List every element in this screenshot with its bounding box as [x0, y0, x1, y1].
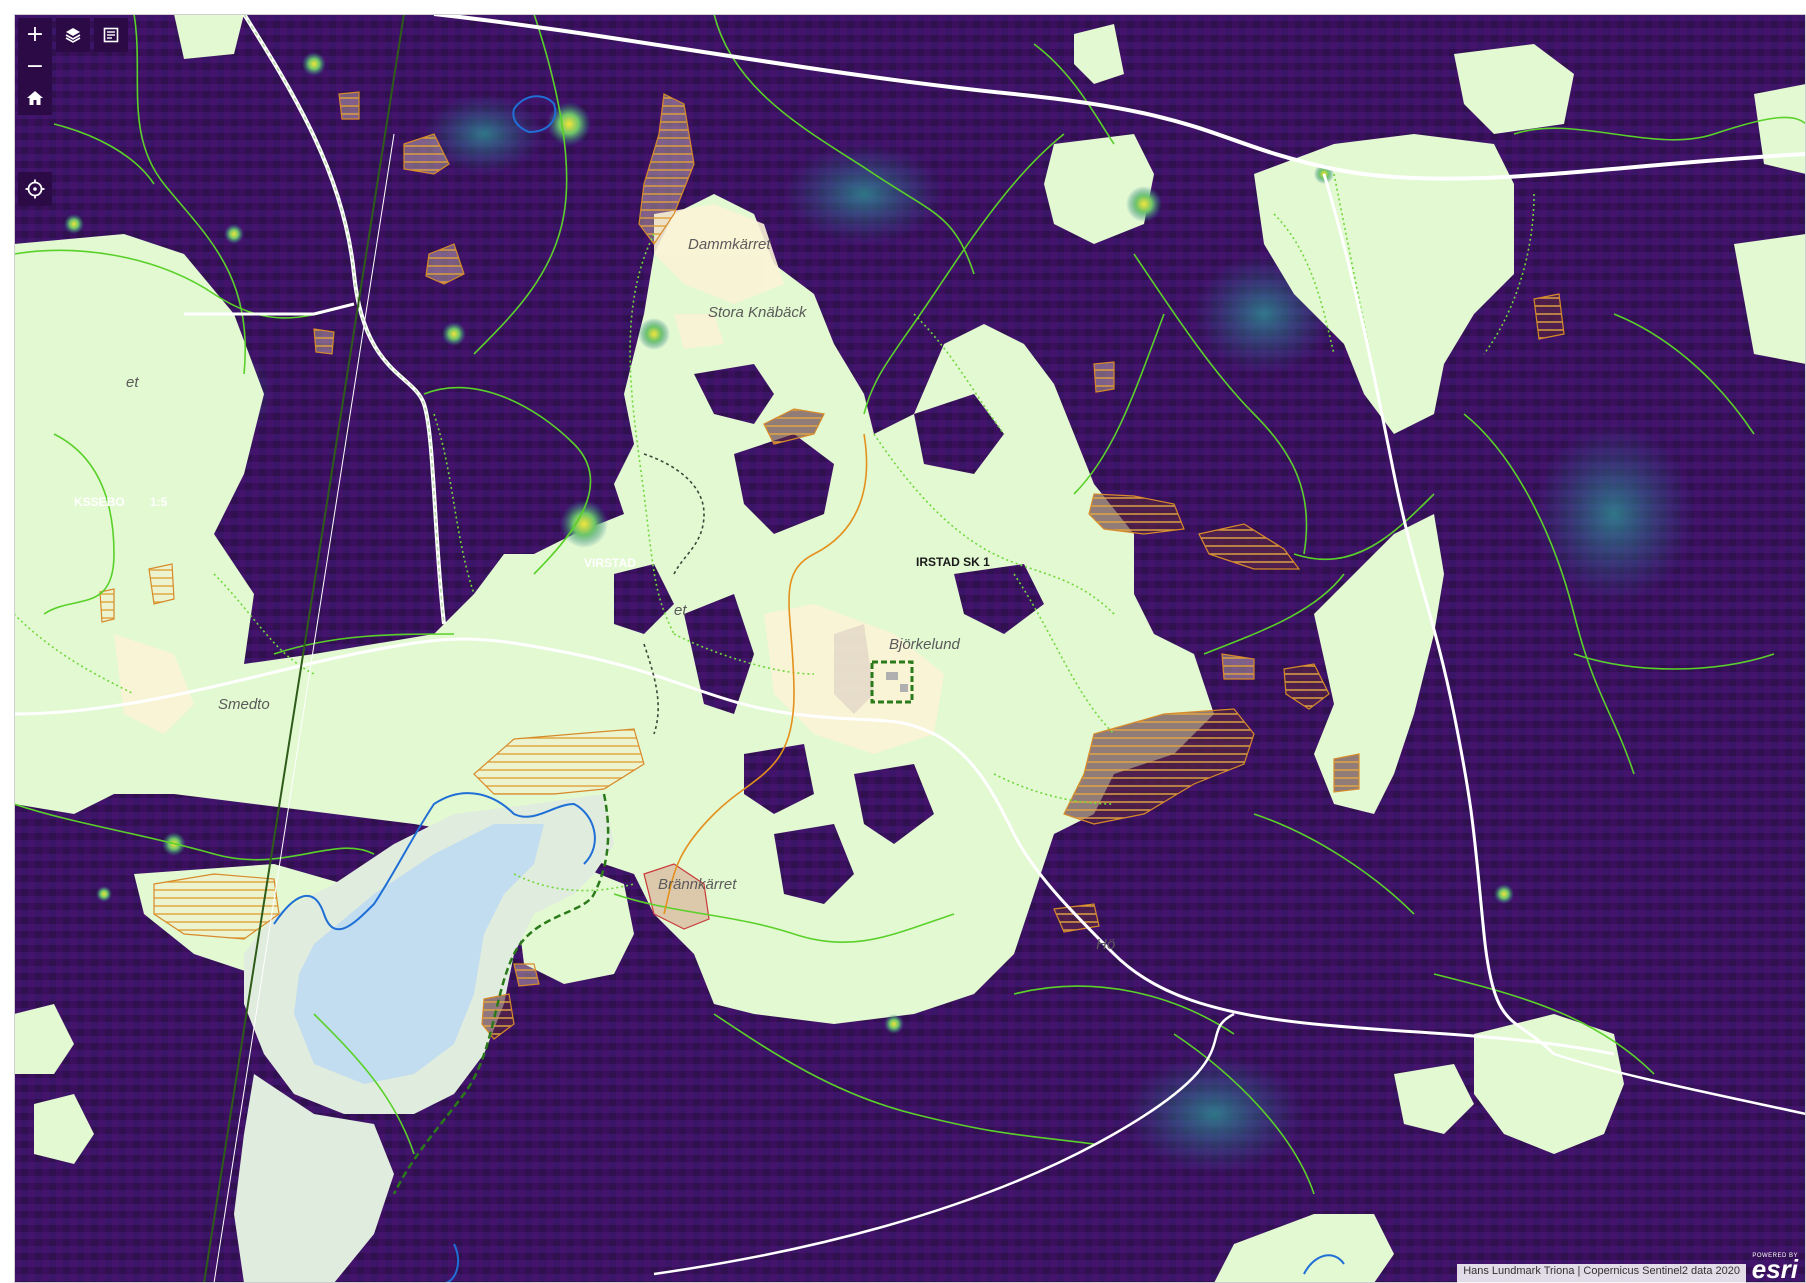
home-icon — [27, 91, 43, 105]
minus-icon: − — [25, 54, 45, 79]
building-plot — [870, 660, 914, 704]
place-label-stora-knaback: Stora Knäbäck — [708, 304, 807, 321]
plus-icon: + — [25, 22, 45, 47]
locate-icon — [25, 179, 45, 199]
place-label-virstad: VIRSTAD — [584, 556, 636, 570]
hatched-areas — [99, 91, 1565, 1040]
place-label-dammkarret: Dammkärret — [688, 236, 771, 253]
place-label-smedto: Smedto — [218, 696, 270, 713]
layers-icon — [65, 28, 81, 43]
map-attribution: Hans Lundmark Triona | Copernicus Sentin… — [1457, 1264, 1746, 1283]
roads — [14, 14, 1806, 1276]
esri-logo-text: esri — [1751, 1254, 1798, 1283]
esri-powered-by: POWERED BY — [1752, 1253, 1798, 1259]
lake-boundary — [392, 793, 610, 1195]
locate-button[interactable] — [18, 172, 52, 206]
map-canvas — [14, 14, 1806, 1283]
place-label-kssebo: KSSEBO — [74, 495, 125, 509]
track — [663, 433, 868, 915]
place-label-fragment-et-mid: et — [674, 602, 687, 619]
power-line — [203, 14, 405, 1283]
layers-button[interactable] — [56, 18, 90, 52]
lake — [234, 794, 614, 1283]
map-view[interactable]: Dammkärret Stora Knäbäck VIRSTAD IRSTAD … — [14, 14, 1806, 1283]
footpath — [643, 453, 705, 735]
place-label-bjorkelund: Björkelund — [889, 636, 960, 653]
place-label-ho: Hö — [1096, 936, 1116, 953]
esri-logo[interactable]: POWERED BY esri — [1748, 1253, 1800, 1283]
place-label-fragment-et-left: et — [126, 374, 139, 391]
streams — [273, 95, 1345, 1283]
place-label-virstad-sk1: IRSTAD SK 1 — [916, 555, 990, 569]
home-button[interactable] — [18, 81, 52, 115]
place-label-brannkarret: Brännkärret — [658, 876, 737, 893]
zoom-in-button[interactable]: + — [18, 18, 52, 52]
zoom-out-button[interactable]: − — [18, 50, 52, 84]
legend-icon — [103, 27, 119, 43]
legend-button[interactable] — [94, 18, 128, 52]
scale-fragment-label: 1:5 — [150, 495, 168, 509]
